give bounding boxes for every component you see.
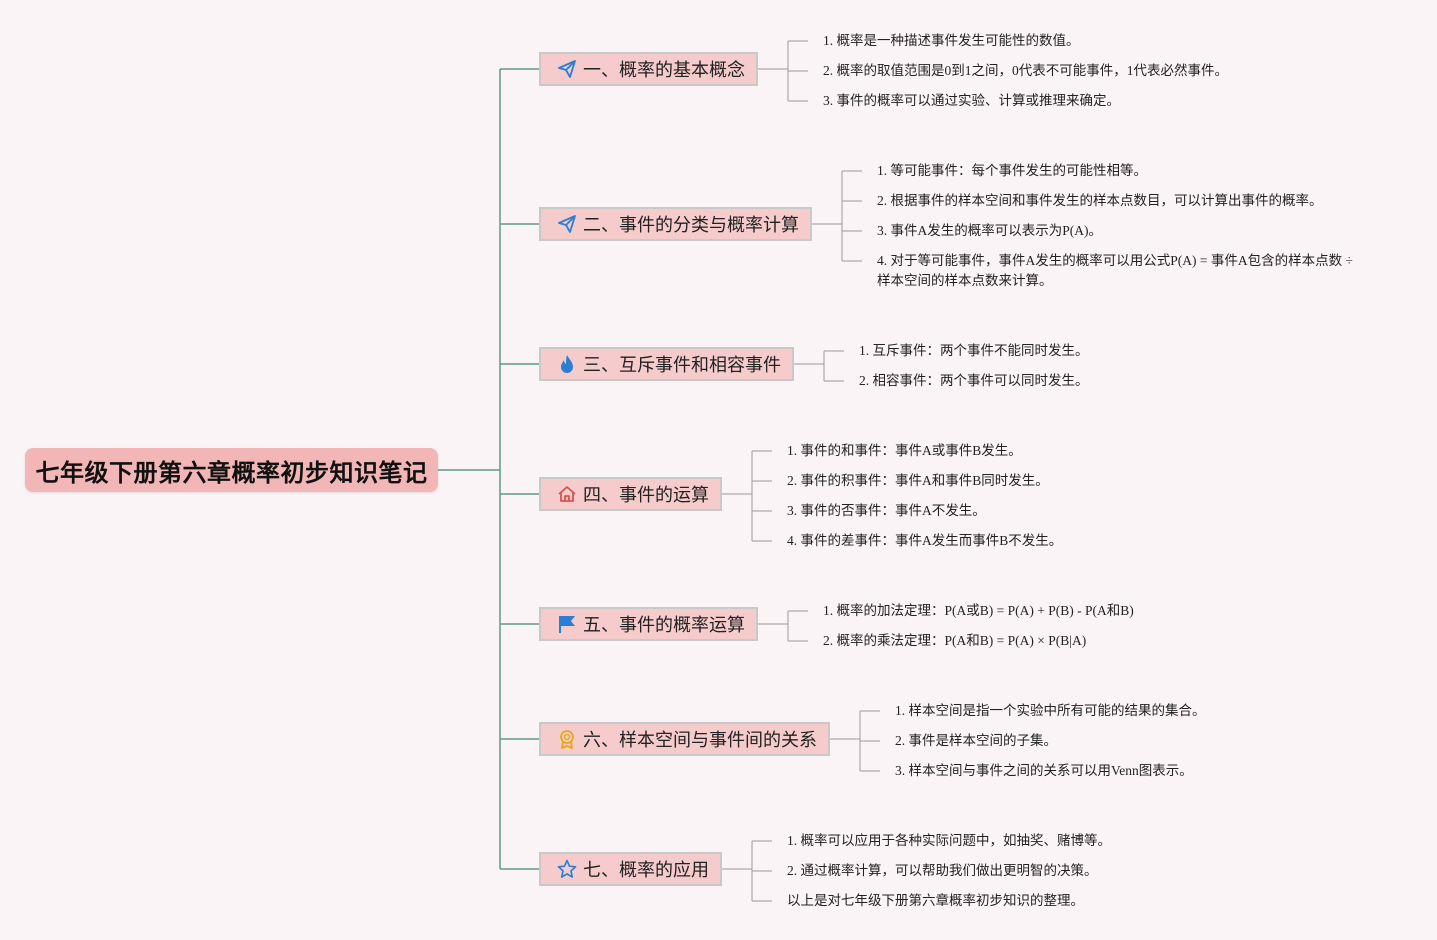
leaf-item[interactable]: 2. 事件是样本空间的子集。 — [895, 733, 1057, 748]
branch-topic-7[interactable]: 七、概率的应用 — [539, 852, 722, 886]
leaf-item[interactable]: 1. 概率是一种描述事件发生可能性的数值。 — [823, 33, 1080, 48]
leaf-item[interactable]: 以上是对七年级下册第六章概率初步知识的整理。 — [787, 893, 1084, 908]
root-title: 七年级下册第六章概率初步知识笔记 — [35, 458, 428, 487]
leaf-item[interactable]: 2. 事件的积事件：事件A和事件B同时发生。 — [787, 473, 1049, 488]
leaf-item[interactable]: 3. 事件的概率可以通过实验、计算或推理来确定。 — [823, 93, 1120, 108]
leaf-item[interactable]: 4. 对于等可能事件，事件A发生的概率可以用公式P(A) = 事件A包含的样本点… — [877, 253, 1353, 268]
branch-topic-1[interactable]: 一、概率的基本概念 — [539, 52, 758, 86]
branch-title: 七、概率的应用 — [583, 860, 709, 881]
flag-icon — [557, 614, 577, 634]
branch-topic-4[interactable]: 四、事件的运算 — [539, 477, 722, 511]
branch-topic-3[interactable]: 三、互斥事件和相容事件 — [539, 347, 794, 381]
root-topic[interactable]: 七年级下册第六章概率初步知识笔记 — [25, 448, 438, 492]
leaf-item[interactable]: 1. 概率可以应用于各种实际问题中，如抽奖、赌博等。 — [787, 833, 1111, 848]
leaf-item[interactable]: 2. 相容事件：两个事件可以同时发生。 — [859, 373, 1089, 388]
flame-icon — [557, 354, 577, 374]
leaf-item[interactable]: 2. 概率的乘法定理：P(A和B) = P(A) × P(B|A) — [823, 633, 1087, 648]
leaf-item[interactable]: 3. 事件A发生的概率可以表示为P(A)。 — [877, 223, 1102, 238]
leaf-item[interactable]: 1. 概率的加法定理：P(A或B) = P(A) + P(B) - P(A和B) — [823, 603, 1134, 618]
branch-topic-5[interactable]: 五、事件的概率运算 — [539, 607, 758, 641]
branch-title: 一、概率的基本概念 — [583, 60, 745, 81]
leaf-item[interactable]: 1. 事件的和事件：事件A或事件B发生。 — [787, 443, 1022, 458]
branch-title: 四、事件的运算 — [583, 485, 709, 506]
leaf-item[interactable]: 2. 根据事件的样本空间和事件发生的样本点数目，可以计算出事件的概率。 — [877, 193, 1323, 208]
leaf-item[interactable]: 4. 事件的差事件：事件A发生而事件B不发生。 — [787, 533, 1063, 548]
paper-plane-icon — [557, 59, 577, 79]
leaf-item[interactable]: 3. 样本空间与事件之间的关系可以用Venn图表示。 — [895, 763, 1193, 778]
paper-plane-icon — [557, 214, 577, 234]
medal-icon — [557, 729, 577, 749]
leaf-item[interactable]: 2. 概率的取值范围是0到1之间，0代表不可能事件，1代表必然事件。 — [823, 63, 1228, 78]
leaf-item[interactable]: 样本空间的样本点数来计算。 — [877, 273, 1053, 288]
branch-topic-6[interactable]: 六、样本空间与事件间的关系 — [539, 722, 830, 756]
leaf-item[interactable]: 1. 互斥事件：两个事件不能同时发生。 — [859, 343, 1089, 358]
leaf-item[interactable]: 2. 通过概率计算，可以帮助我们做出更明智的决策。 — [787, 863, 1098, 878]
leaf-item[interactable]: 1. 样本空间是指一个实验中所有可能的结果的集合。 — [895, 703, 1206, 718]
star-icon — [557, 859, 577, 879]
branch-topic-2[interactable]: 二、事件的分类与概率计算 — [539, 207, 812, 241]
home-icon — [557, 484, 577, 504]
branch-title: 六、样本空间与事件间的关系 — [583, 730, 817, 751]
leaf-item[interactable]: 1. 等可能事件：每个事件发生的可能性相等。 — [877, 163, 1147, 178]
branch-title: 二、事件的分类与概率计算 — [583, 215, 799, 236]
branch-title: 三、互斥事件和相容事件 — [583, 355, 781, 376]
leaf-item[interactable]: 3. 事件的否事件：事件A不发生。 — [787, 503, 986, 518]
branch-title: 五、事件的概率运算 — [583, 615, 745, 636]
